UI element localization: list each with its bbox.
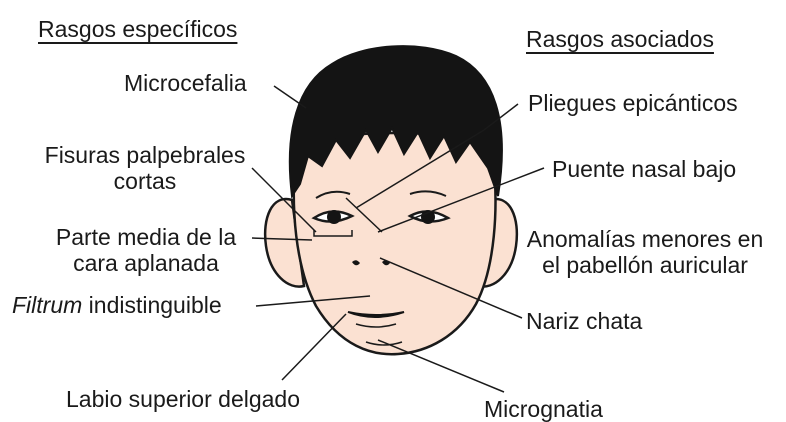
left-brow (315, 190, 351, 199)
pointer-pliegues (483, 103, 519, 131)
pointer-micrognatia (377, 339, 505, 393)
label-fisuras-line1: Fisuras palpebrales (44, 142, 246, 168)
label-fisuras-line2: cortas (113, 168, 177, 194)
pointer-microcefalia (273, 85, 307, 109)
header-associated-traits: Rasgos asociados (526, 26, 714, 52)
pointer-pliegues-2 (355, 129, 485, 209)
label-fisuras-palpebrales: Fisuras palpebrales cortas (20, 142, 270, 194)
label-micrognatia: Micrognatia (484, 396, 603, 422)
label-anomalias-line1: Anomalías menores en (526, 226, 764, 252)
label-parte-media-line1: Parte media de la (55, 224, 237, 250)
label-nariz-chata: Nariz chata (526, 308, 643, 334)
pointer-parte-media (251, 237, 313, 241)
label-filtrum-rest: indistinguible (82, 292, 222, 318)
left-pupil (327, 210, 341, 224)
label-anomalias-line2: el pabellón auricular (542, 252, 748, 278)
label-anomalias: Anomalías menores en el pabellón auricul… (514, 226, 776, 278)
label-filtrum: Filtrum indistinguible (12, 292, 222, 318)
label-filtrum-italic: Filtrum (12, 292, 83, 318)
pointer-parte-media-2 (345, 197, 383, 233)
label-labio-superior: Labio superior delgado (66, 386, 301, 412)
header-specific-traits: Rasgos específicos (38, 16, 238, 42)
pointer-filtrum (255, 295, 371, 307)
mouth (347, 311, 405, 318)
right-brow (409, 190, 447, 197)
pointer-puente (377, 167, 545, 233)
label-microcefalia: Microcefalia (124, 70, 247, 96)
hair (288, 45, 503, 199)
pointer-lines (251, 85, 545, 393)
label-parte-media: Parte media de la cara aplanada (30, 224, 262, 276)
left-fissure-bracket (313, 230, 353, 237)
label-pliegues: Pliegues epicánticos (528, 90, 738, 116)
lower-lip (355, 323, 397, 328)
label-puente-nasal: Puente nasal bajo (552, 156, 737, 182)
chin-line (365, 341, 403, 346)
label-parte-media-line2: cara aplanada (73, 250, 219, 276)
pointer-labio (281, 313, 347, 381)
pointer-fisuras (251, 167, 317, 233)
pointer-nariz (379, 257, 523, 319)
face-outline (292, 131, 497, 356)
left-nostril (352, 260, 360, 266)
